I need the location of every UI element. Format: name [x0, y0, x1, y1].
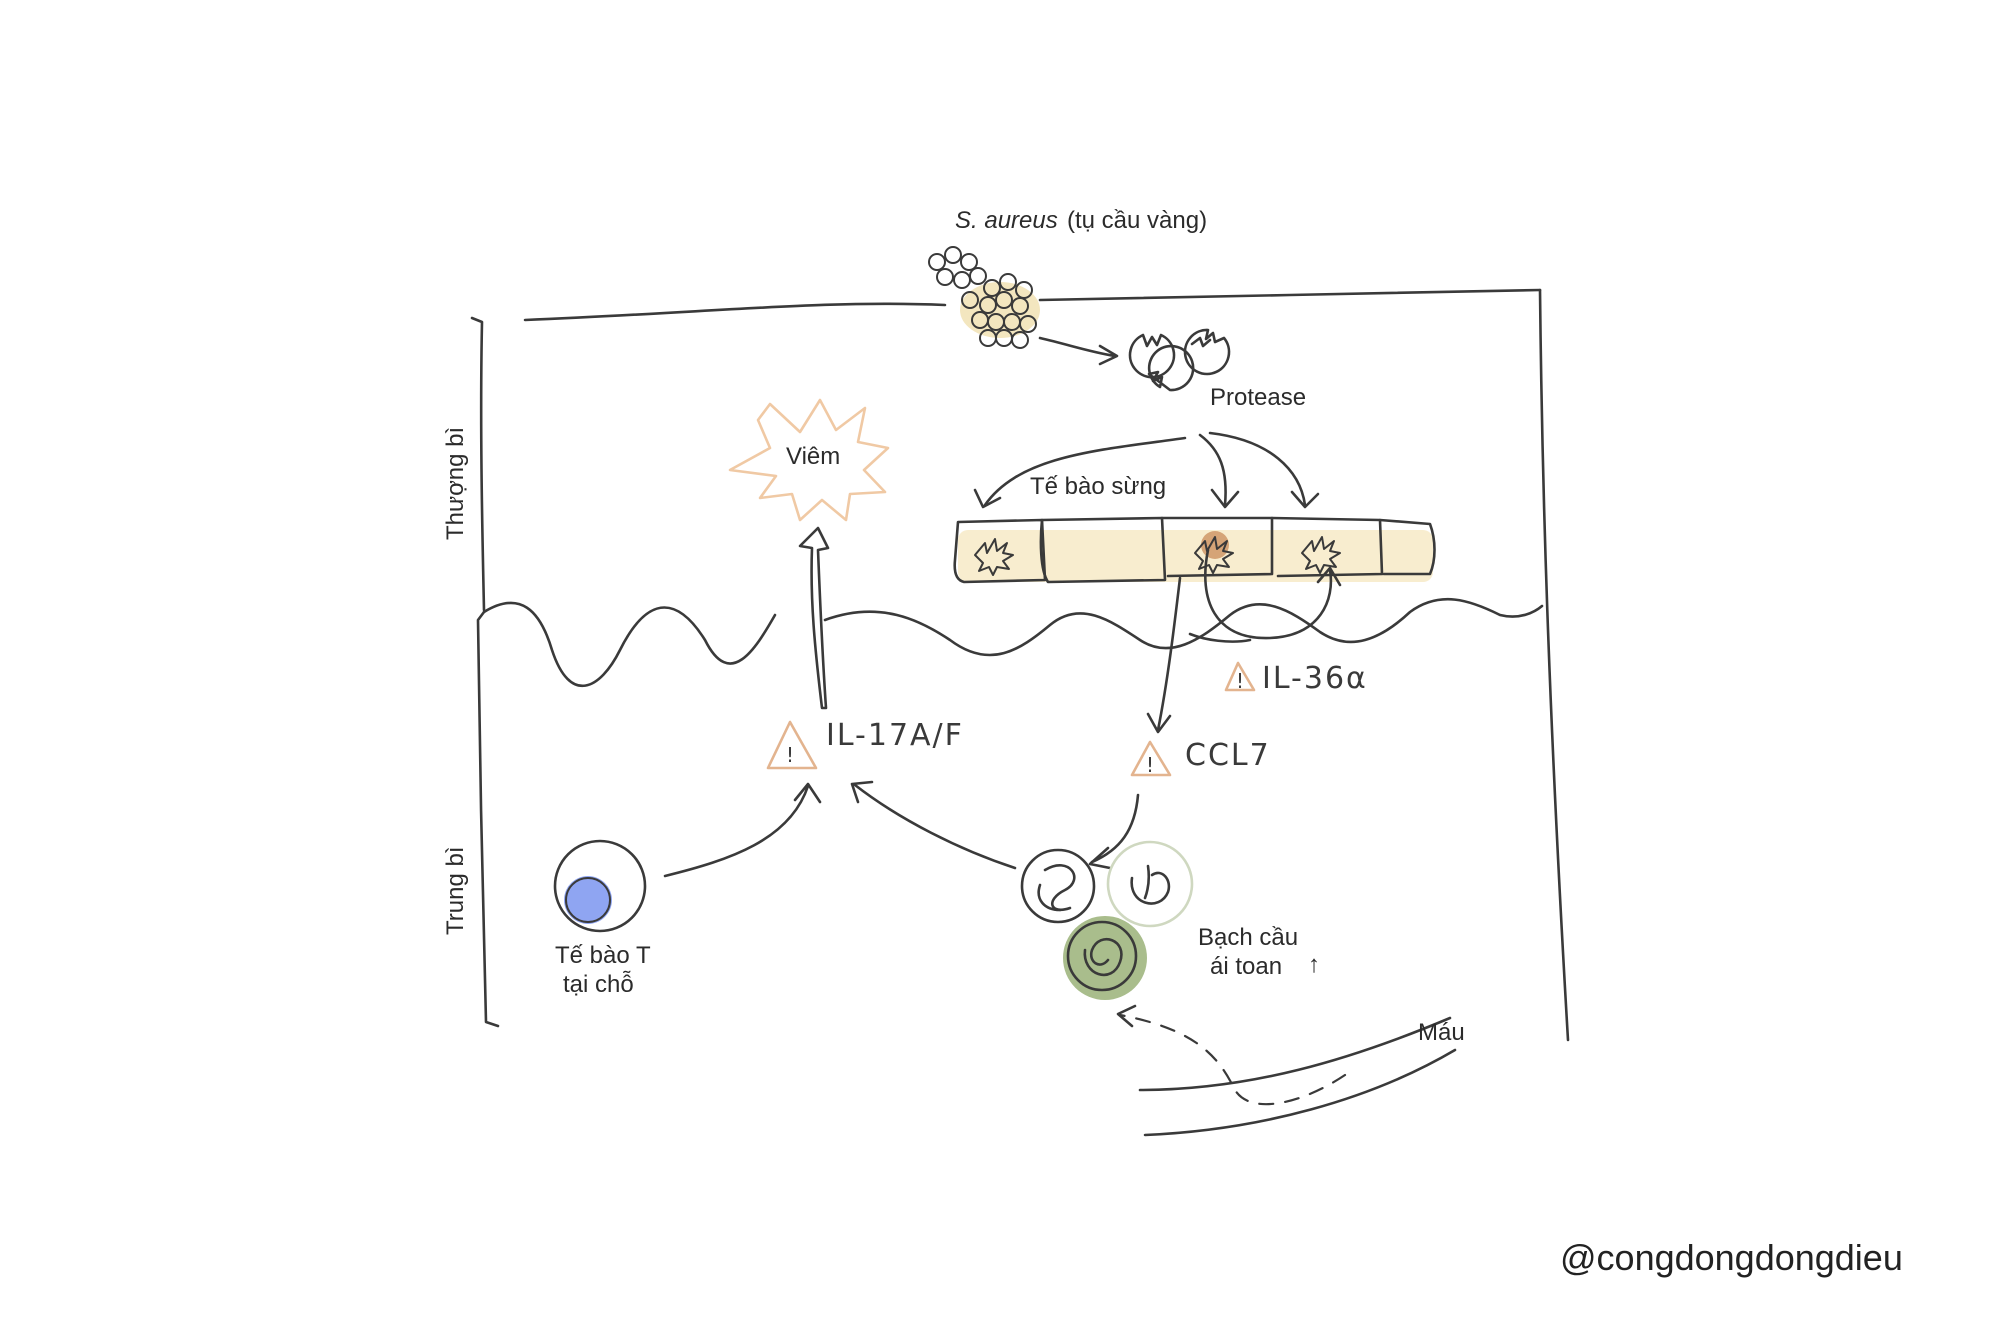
- arrow-il17-to-inflammation: [798, 526, 830, 710]
- il36a-warning: !: [1224, 661, 1256, 693]
- eosinophil-label-line1: Bạch cầu: [1198, 924, 1298, 951]
- svg-text:!: !: [1146, 753, 1154, 777]
- ccl7-warning: !: [1130, 740, 1172, 777]
- il36a-arrow-line: [1188, 632, 1252, 643]
- arrow-ccl7-to-eosinophils: [1088, 793, 1140, 870]
- protease-label: Protease: [1210, 384, 1306, 411]
- blood-label: Máu: [1418, 1019, 1465, 1046]
- protease-enzymes: [1128, 328, 1231, 392]
- arrows-protease-to-keratinocytes: [973, 431, 1320, 509]
- migration-arrowhead: [1116, 1004, 1137, 1028]
- bacteria-common-label: (tụ cầu vàng): [1067, 207, 1207, 234]
- arrow-keratinocyte-to-ccl7: [1146, 576, 1182, 734]
- blood-vessel: [1138, 1016, 1457, 1137]
- s-aureus-cluster: [928, 246, 1040, 349]
- il17af-warning: !: [766, 720, 818, 770]
- arrow-eosinophil-to-il17: [850, 780, 1017, 870]
- il17af-label: IL-17A/F: [826, 718, 964, 753]
- il36a-loop-arrow: [1204, 548, 1342, 640]
- ccl7-label: CCL7: [1185, 738, 1271, 773]
- svg-text:!: !: [1236, 669, 1244, 693]
- inflammation-burst: [728, 398, 890, 522]
- dermal-epidermal-junction: [482, 597, 1544, 687]
- arrow-t-cell-to-il17: [663, 782, 822, 878]
- epidermis-label: Thượng bì: [442, 427, 469, 540]
- t-cell: [553, 839, 647, 933]
- svg-text:!: !: [786, 743, 794, 767]
- eosinophil-increase-arrow: ↑: [1308, 951, 1320, 978]
- keratinocyte-row: [953, 516, 1436, 584]
- bacteria-species-label: S. aureus: [955, 207, 1058, 234]
- arrow-bacteria-to-protease: [1038, 336, 1119, 366]
- eosinophil-cluster: [1020, 840, 1194, 1000]
- eosinophil-label-line2: ái toan: [1210, 953, 1282, 980]
- t-cell-label-line2: tại chỗ: [563, 971, 634, 998]
- il36a-label: IL-36α: [1262, 661, 1368, 696]
- watermark-handle: @congdongdongdieu: [1560, 1237, 1903, 1278]
- dermis-label: Trung bì: [442, 847, 469, 936]
- keratinocyte-label: Tế bào sừng: [1030, 473, 1166, 500]
- skin-outline: [470, 288, 1570, 1042]
- inflammation-label: Viêm: [786, 443, 840, 470]
- t-cell-label-line1: Tế bào T: [555, 942, 651, 969]
